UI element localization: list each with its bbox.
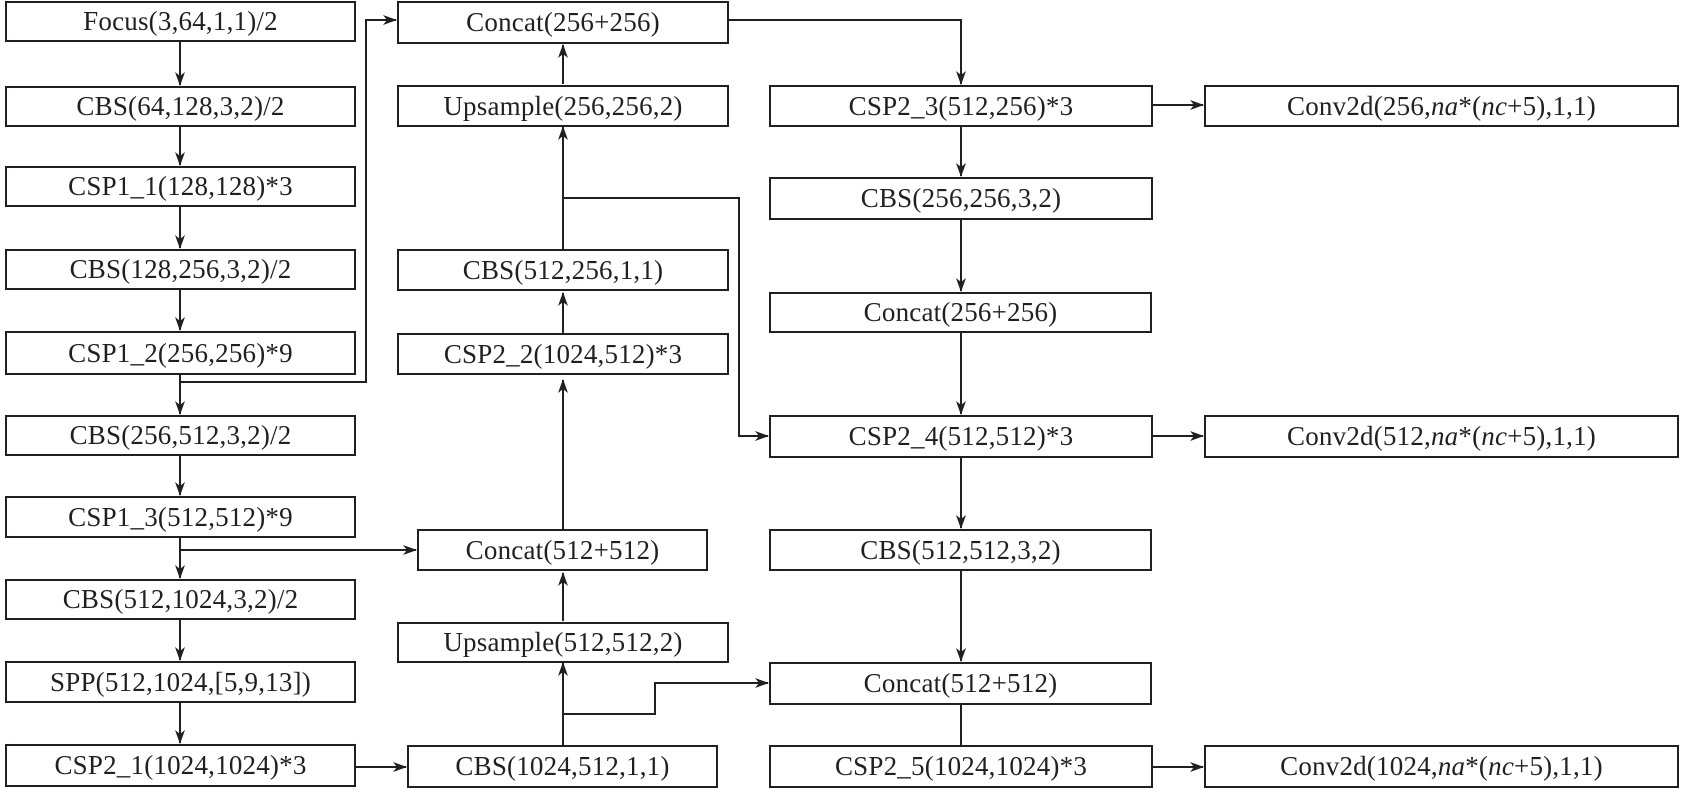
conv-512-nc: nc xyxy=(1481,421,1508,451)
node-upsample2: Upsample(512,512,2) xyxy=(397,622,729,663)
node-cbs2-label: CBS(128,256,3,2)/2 xyxy=(69,254,292,284)
node-csp1-1-label: CSP1_1(128,128)*3 xyxy=(68,171,293,201)
node-cbs2: CBS(128,256,3,2)/2 xyxy=(5,249,356,290)
conv-512-mid: *( xyxy=(1458,421,1482,451)
conv-1024-mid: *( xyxy=(1465,751,1489,781)
node-conv-1024: Conv2d(1024,na*(nc+5),1,1) xyxy=(1204,745,1679,788)
conv-512-na: na xyxy=(1430,421,1459,451)
conv-1024-na: na xyxy=(1437,751,1466,781)
conv-512-pre: Conv2d(512, xyxy=(1287,421,1431,451)
conv-1024-pre: Conv2d(1024, xyxy=(1280,751,1438,781)
node-focus: Focus(3,64,1,1)/2 xyxy=(5,1,356,42)
node-concat-top-label: Concat(256+256) xyxy=(466,7,660,37)
node-conv-512: Conv2d(512,na*(nc+5),1,1) xyxy=(1204,415,1679,458)
node-cbs4: CBS(512,1024,3,2)/2 xyxy=(5,579,356,620)
node-csp2-1: CSP2_1(1024,1024)*3 xyxy=(5,744,356,787)
node-conv-1024-label: Conv2d(1024,na*(nc+5),1,1) xyxy=(1280,751,1603,782)
node-csp1-3: CSP1_3(512,512)*9 xyxy=(5,496,356,538)
node-csp2-4: CSP2_4(512,512)*3 xyxy=(769,415,1153,458)
node-concat-512-right: Concat(512+512) xyxy=(769,662,1152,705)
node-conv-256: Conv2d(256,na*(nc+5),1,1) xyxy=(1204,85,1679,127)
node-concat-256-mid: Concat(256+256) xyxy=(769,292,1152,333)
node-upsample1-label: Upsample(256,256,2) xyxy=(443,90,683,121)
node-csp2-5: CSP2_5(1024,1024)*3 xyxy=(769,745,1153,788)
conv-256-na: na xyxy=(1430,90,1459,121)
node-spp: SPP(512,1024,[5,9,13]) xyxy=(5,661,356,703)
conv-256-pre: Conv2d(256, xyxy=(1287,90,1431,121)
node-cbs-512-256: CBS(512,256,1,1) xyxy=(397,249,729,291)
node-cbs-512-256-label: CBS(512,256,1,1) xyxy=(462,254,664,285)
node-csp2-3-label: CSP2_3(512,256)*3 xyxy=(848,90,1074,121)
node-csp2-5-label: CSP2_5(1024,1024)*3 xyxy=(834,751,1088,781)
conv-256-nc: nc xyxy=(1481,90,1508,121)
node-csp1-3-label: CSP1_3(512,512)*9 xyxy=(68,501,293,532)
node-csp2-2: CSP2_2(1024,512)*3 xyxy=(397,333,729,375)
node-csp1-1: CSP1_1(128,128)*3 xyxy=(5,166,356,207)
node-upsample2-label: Upsample(512,512,2) xyxy=(443,627,683,657)
node-cbs3-label: CBS(256,512,3,2)/2 xyxy=(69,420,292,450)
node-concat-512-label: Concat(512+512) xyxy=(465,534,660,565)
conv-256-mid: *( xyxy=(1458,90,1482,121)
node-concat-top: Concat(256+256) xyxy=(397,1,729,44)
edge-csp1_2-concat_top xyxy=(180,15,397,383)
node-focus-label: Focus(3,64,1,1)/2 xyxy=(83,6,278,36)
node-cbs-512-512: CBS(512,512,3,2) xyxy=(769,529,1152,571)
node-upsample1: Upsample(256,256,2) xyxy=(397,85,729,127)
conv-256-post: +5),1,1) xyxy=(1507,90,1596,121)
node-csp2-3: CSP2_3(512,256)*3 xyxy=(769,85,1153,127)
conv-512-post: +5),1,1) xyxy=(1507,421,1596,451)
node-cbs-256-256-label: CBS(256,256,3,2) xyxy=(860,183,1062,213)
node-conv-256-label: Conv2d(256,na*(nc+5),1,1) xyxy=(1287,91,1596,122)
conv-1024-post: +5),1,1) xyxy=(1514,751,1603,781)
node-concat-512: Concat(512+512) xyxy=(417,529,708,571)
node-csp2-1-label: CSP2_1(1024,1024)*3 xyxy=(54,750,307,780)
node-csp2-2-label: CSP2_2(1024,512)*3 xyxy=(443,338,683,369)
node-cbs-256-256: CBS(256,256,3,2) xyxy=(769,177,1153,220)
node-cbs1: CBS(64,128,3,2)/2 xyxy=(5,86,356,127)
edge-concat_top-csp2_3 xyxy=(729,19,966,85)
node-cbs-1024-512-label: CBS(1024,512,1,1) xyxy=(455,751,670,781)
edge-cbs_512_256-csp2_4 xyxy=(563,197,769,441)
node-cbs3: CBS(256,512,3,2)/2 xyxy=(5,415,356,456)
node-csp2-4-label: CSP2_4(512,512)*3 xyxy=(848,421,1074,451)
node-cbs4-label: CBS(512,1024,3,2)/2 xyxy=(62,584,299,614)
node-conv-512-label: Conv2d(512,na*(nc+5),1,1) xyxy=(1287,421,1596,452)
node-concat-512-right-label: Concat(512+512) xyxy=(863,668,1058,698)
node-cbs-1024-512: CBS(1024,512,1,1) xyxy=(407,745,718,788)
node-concat-256-mid-label: Concat(256+256) xyxy=(863,297,1058,327)
node-csp1-2: CSP1_2(256,256)*9 xyxy=(5,331,356,375)
conv-1024-nc: nc xyxy=(1488,751,1515,781)
node-cbs1-label: CBS(64,128,3,2)/2 xyxy=(76,91,285,121)
node-spp-label: SPP(512,1024,[5,9,13]) xyxy=(50,666,311,697)
edge-cbs_1024_512-concat_512_right xyxy=(563,678,769,715)
node-csp1-2-label: CSP1_2(256,256)*9 xyxy=(68,337,293,368)
node-cbs-512-512-label: CBS(512,512,3,2) xyxy=(860,534,1061,565)
